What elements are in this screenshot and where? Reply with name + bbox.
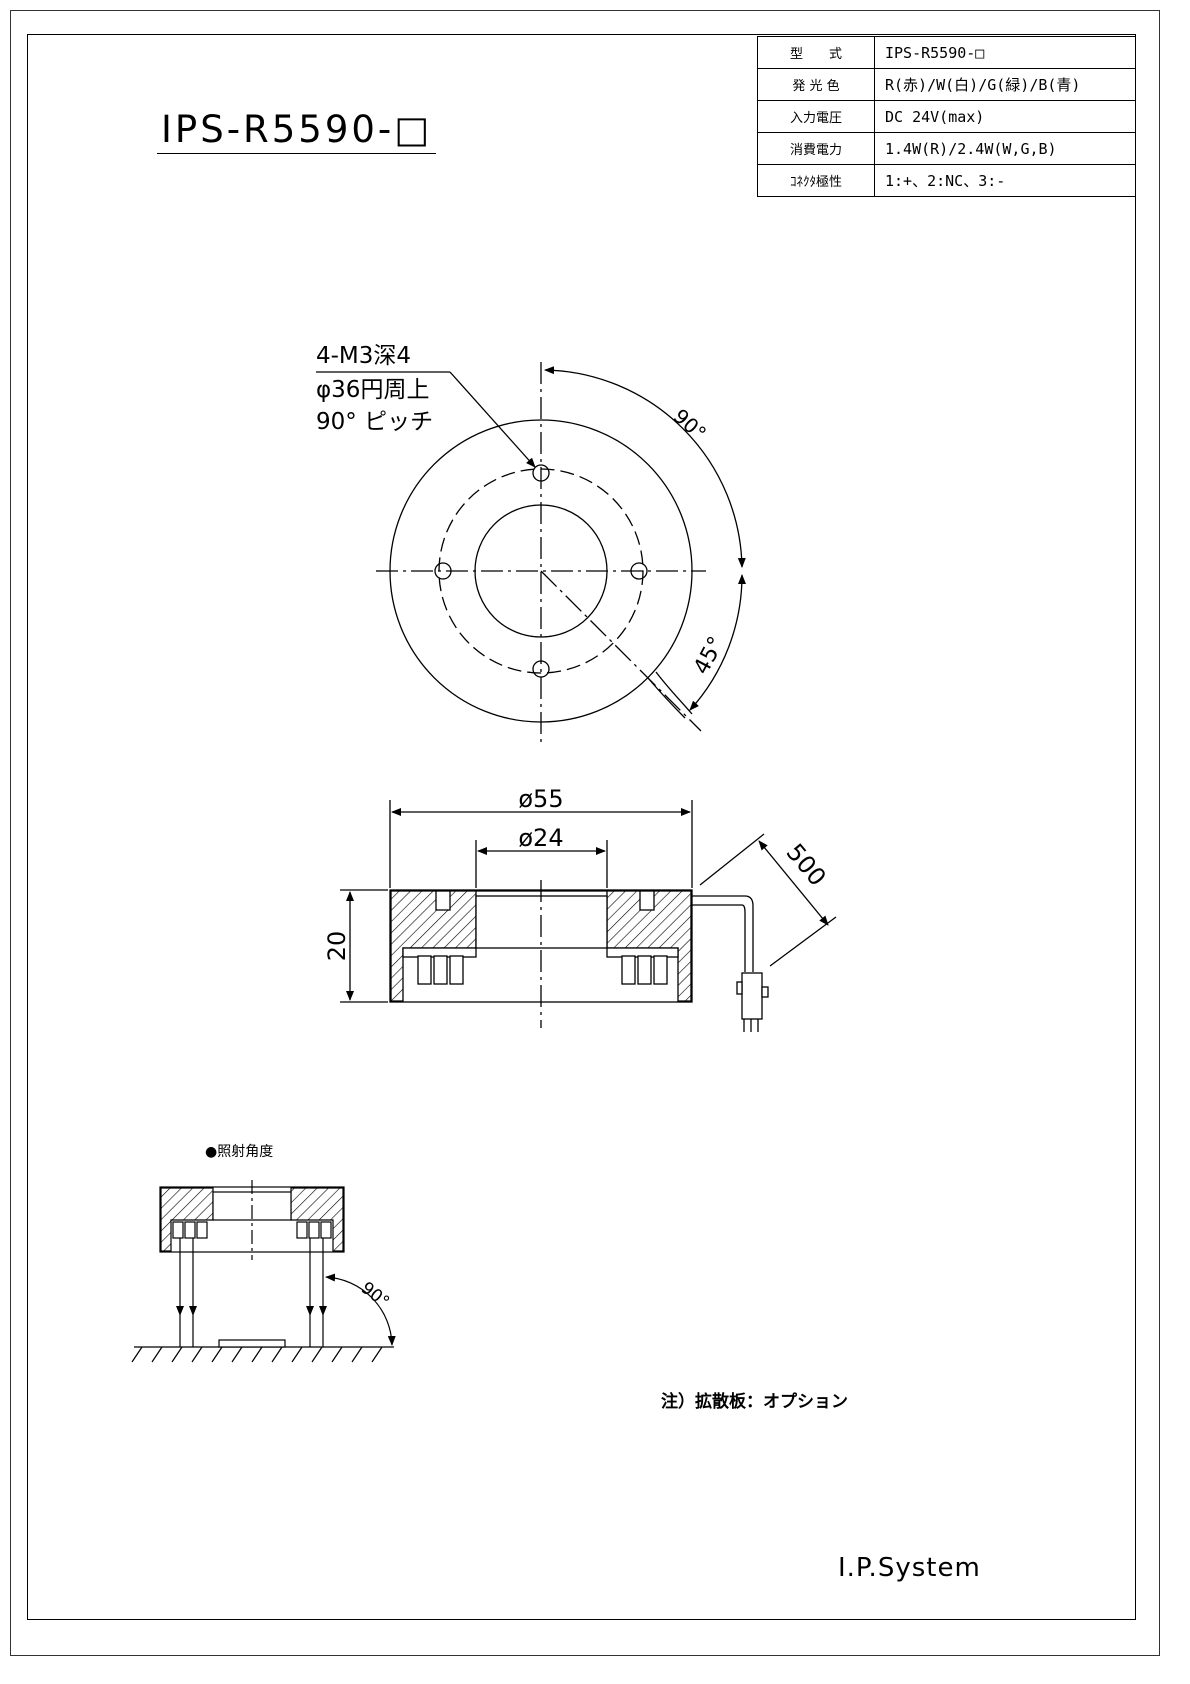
spec-value: 1.4W(R)/2.4W(W,G,B) [874,132,1136,165]
ground-hatch [131,1346,383,1363]
spec-table: 型 式 IPS-R5590-□ 発 光 色 R(赤)/W(白)/G(緑)/B(青… [757,36,1136,197]
cable-stub [647,677,686,719]
angle-left-hatch [160,1187,214,1252]
angle-view [131,1180,396,1363]
hole-note-line-2: φ36円周上 [316,377,430,403]
led-left-2 [433,955,448,985]
connector-latch [736,981,743,995]
angle-led-3 [196,1221,208,1239]
company-name: I.P.System [838,1553,981,1583]
irradiation-angle-label: 90° [357,1278,393,1312]
connector-body [741,972,763,1020]
spec-row: 消費電力 1.4W(R)/2.4W(W,G,B) [757,132,1136,165]
cable-stub-2 [655,671,693,715]
irradiation-angle-arc [325,1273,396,1346]
drawing-title: IPS-R5590-□ [157,108,437,154]
angle-led-1 [172,1221,184,1239]
tapped-hole-right [639,890,655,911]
side-view [340,800,837,1032]
angle-45-arc [689,574,747,711]
led-right-group [621,955,668,985]
dim-outer-label: ø55 [518,785,563,813]
angle-90-arc [544,366,746,568]
angle-led-4 [296,1221,308,1239]
angle-led-6 [320,1221,332,1239]
work-piece [218,1339,286,1348]
spec-key: ｺﾈｸﾀ極性 [757,164,875,197]
drawing-sheet [10,10,1160,1656]
top-view [316,362,747,742]
irradiation-angle-title: ●照射角度 [205,1144,274,1160]
angle-right-hatch [290,1187,344,1252]
spec-key: 入力電圧 [757,100,875,133]
dim-cable-label: 500 [781,838,832,891]
diffuser-note: 注）拡散板：オプション [661,1392,848,1412]
center-line-45 [540,570,702,732]
drawing-frame [27,34,1136,1620]
led-left-1 [417,955,432,985]
cable-upper [692,895,754,972]
hole-leader-line [449,371,536,468]
spec-value: IPS-R5590-□ [874,36,1136,69]
dim-line-cable [758,840,829,926]
led-left-3 [449,955,464,985]
tapped-hole-left [435,890,451,911]
spec-row: ｺﾈｸﾀ極性 1:+、2:NC、3:- [757,164,1136,197]
led-right-2 [637,955,652,985]
connector-tab [761,986,769,998]
led-right-1 [621,955,636,985]
led-right-3 [653,955,668,985]
cable-lower [692,904,746,972]
angle-90-label: 90° [669,404,711,446]
spec-key: 発 光 色 [757,68,875,101]
angle-led-5 [308,1221,320,1239]
ext-line-cable-start [699,833,765,886]
hole-note-line-3: 90° ピッチ [316,409,434,435]
spec-row: 発 光 色 R(赤)/W(白)/G(緑)/B(青) [757,68,1136,101]
spec-value: 1:+、2:NC、3:- [874,164,1136,197]
angle-45-label: 45° [689,633,729,679]
spec-key: 型 式 [757,36,875,69]
hole-note-line-1: 4-M3深4 [316,343,412,369]
led-left-group [417,955,464,985]
dim-inner-label: ø24 [518,824,563,852]
angle-led-2 [184,1221,196,1239]
dim-height-label: 20 [323,931,351,962]
spec-row: 型 式 IPS-R5590-□ [757,36,1136,69]
ext-line-cable-end [769,916,837,967]
